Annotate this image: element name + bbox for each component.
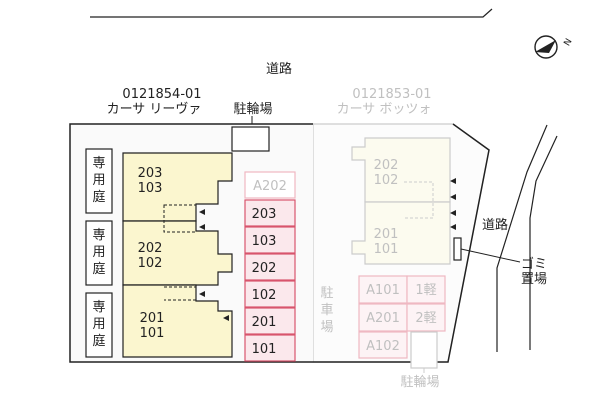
unit-number-upper: 202	[374, 158, 399, 173]
garden-char: 専	[92, 228, 105, 243]
parking-space-label: A102	[366, 339, 400, 354]
parking-space	[244, 171, 296, 199]
garden-char: 用	[92, 245, 105, 260]
trash-area-label-line2: 置場	[521, 272, 547, 287]
building-right-name: カーサ ボッツォ	[337, 102, 432, 117]
entrance-arrows-left	[199, 209, 229, 321]
unit-number-lower: 102	[374, 173, 399, 188]
right-unit-block-2: 201 101	[351, 201, 451, 265]
unit-number-upper: 202	[138, 241, 163, 256]
road-edge-right-outer	[529, 135, 558, 350]
parking-space-label: 2軽	[415, 311, 436, 326]
left-unit-block-2: 202 102	[122, 220, 233, 286]
unit-number-lower: 102	[138, 256, 163, 271]
private-garden-top: 専 用 庭	[85, 148, 113, 214]
bike-parking-bottom-area	[410, 331, 438, 369]
bike-parking-label-bottom: 駐輪場	[400, 374, 439, 390]
parking-space-label: 202	[252, 261, 277, 276]
parking-space	[406, 303, 446, 332]
stair-outline-upper	[163, 204, 197, 233]
garden-char: 庭	[92, 189, 105, 205]
garden-char: 庭	[92, 333, 105, 349]
garden-char: 専	[92, 300, 105, 315]
site-lot-right-edge	[313, 123, 490, 363]
parking-area-char: 場	[320, 320, 333, 335]
parking-space	[244, 280, 296, 308]
parking-area-char: 駐	[320, 286, 333, 301]
parking-space	[244, 307, 296, 335]
stair-outline-right	[404, 181, 434, 219]
parking-column-left: A202 203 103 202 102 201 101	[244, 171, 296, 362]
trash-area-label-line1: ゴミ	[521, 256, 547, 272]
unit-number-upper: 201	[374, 227, 399, 242]
right-unit-block-1: 202 102	[351, 137, 451, 203]
parking-space	[244, 253, 296, 281]
private-garden-bottom: 専 用 庭	[85, 292, 113, 358]
unit-number-upper: 201	[140, 311, 165, 326]
parking-space-label: 203	[252, 207, 277, 222]
parking-space-label: A201	[366, 311, 400, 326]
parking-space-label: 201	[252, 315, 277, 330]
left-unit-block-3: 201 101	[122, 284, 233, 358]
parking-space	[244, 334, 296, 362]
parking-space-label: 103	[252, 234, 277, 249]
bike-parking-top-area	[231, 126, 270, 152]
garden-char: 庭	[92, 261, 105, 277]
parking-space	[244, 199, 296, 227]
compass-north-label: N	[563, 37, 575, 48]
unit-number-lower: 101	[374, 242, 399, 257]
trash-area-box	[453, 237, 462, 261]
private-garden-middle: 専 用 庭	[85, 220, 113, 286]
compass-icon: N	[534, 35, 575, 59]
building-right-code: 0121853-01	[352, 87, 431, 102]
trash-area-leader	[460, 248, 521, 263]
parking-space-label: A202	[253, 179, 287, 194]
parking-space-label: 102	[252, 288, 277, 303]
building-left-code: 0121854-01	[122, 87, 201, 102]
garden-char: 用	[92, 317, 105, 332]
parking-space-label: 1軽	[415, 283, 436, 298]
road-edge-top	[90, 8, 493, 18]
unit-number-upper: 203	[138, 166, 163, 181]
unit-number-lower: 101	[140, 326, 165, 341]
parking-area-char: 車	[320, 303, 333, 318]
parking-grid-right: A101 1軽 A201 2軽 A102	[358, 275, 446, 359]
parking-space	[406, 275, 446, 304]
left-unit-block-1: 203 103	[122, 152, 233, 222]
parking-space	[358, 331, 408, 359]
parking-space	[358, 303, 408, 332]
entrance-arrows-right	[450, 178, 456, 230]
road-label-top: 道路	[266, 61, 292, 77]
parking-space-label: 101	[252, 342, 277, 357]
parking-space	[244, 226, 296, 254]
garden-char: 用	[92, 173, 105, 188]
bike-parking-label-top: 駐輪場	[233, 101, 272, 117]
road-label-right: 道路	[482, 217, 508, 233]
building-left-name: カーサ リーヴァ	[107, 101, 202, 117]
road-edge-right-inner	[496, 124, 548, 352]
garden-char: 専	[92, 156, 105, 171]
stair-outline-lower	[164, 286, 197, 301]
unit-number-lower: 103	[138, 181, 163, 196]
parking-space-label: A101	[366, 283, 400, 298]
